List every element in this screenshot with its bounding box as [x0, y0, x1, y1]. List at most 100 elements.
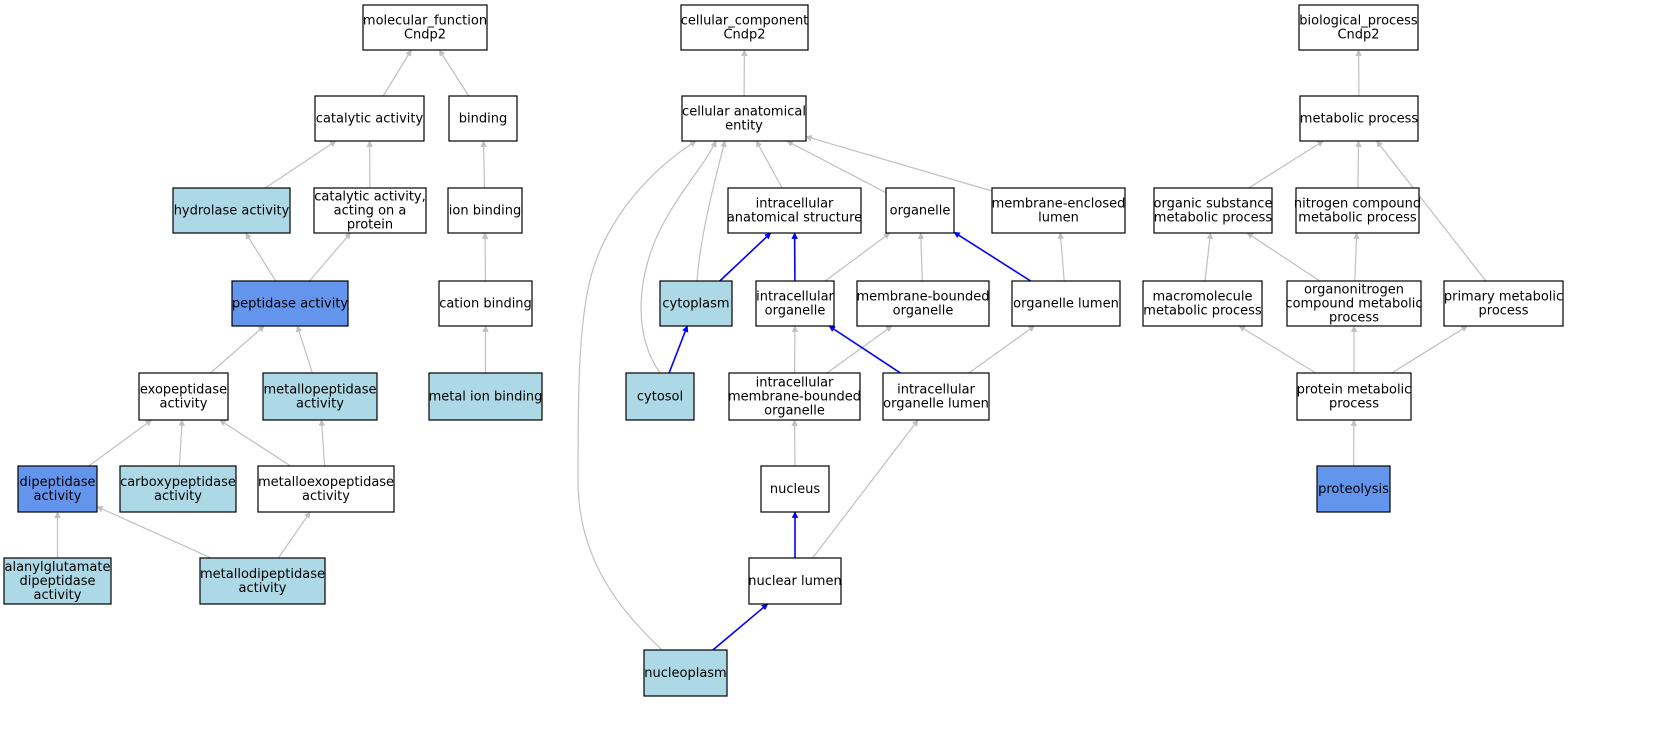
node-imbo-label-line: membrane-bounded — [728, 389, 861, 404]
node-metabolic-box — [1299, 95, 1419, 142]
edge-iol-to-ol — [968, 325, 1036, 374]
node-mel-label-line: lumen — [1038, 210, 1079, 225]
edge-iol-to-io — [828, 325, 901, 374]
edge-metalloexo-to-exopeptidase — [219, 419, 291, 467]
node-ol[interactable]: organelle lumen — [1011, 280, 1121, 327]
node-metalloexo-label-line: activity — [302, 489, 350, 504]
node-nuclear_lumen[interactable]: nuclear lumen — [748, 557, 842, 605]
node-ncmp-label-line: nitrogen compound — [1294, 196, 1421, 211]
node-dipeptidase-box — [17, 465, 98, 513]
node-cytoplasm-box — [659, 280, 733, 327]
edge-osmp-to-metabolic — [1248, 140, 1324, 189]
node-nuclear_lumen-box — [748, 557, 842, 605]
node-metallopeptidase-box — [262, 372, 378, 421]
node-ias-label-line: anatomical structure — [727, 210, 862, 225]
node-imbo-label-line: organelle — [764, 403, 825, 418]
node-ol-box — [1011, 280, 1121, 327]
node-bp-label-line: Cndp2 — [1337, 27, 1379, 42]
node-cc-label-line: cellular_component — [681, 13, 809, 28]
node-carboxy-label-line: activity — [154, 489, 202, 504]
node-hydrolase-label-line: hydrolase activity — [174, 203, 290, 218]
node-proteolysis-box — [1316, 465, 1391, 513]
node-dipeptidase-label-line: dipeptidase — [19, 475, 95, 490]
node-ion_binding[interactable]: ion binding — [447, 187, 523, 234]
node-metallopeptidase-label-line: metallopeptidase — [263, 382, 376, 397]
node-cae-label-line: cellular anatomical — [682, 104, 806, 119]
node-osmp-label-line: organic substance — [1154, 196, 1273, 211]
edge-exopeptidase-to-peptidase — [210, 325, 265, 374]
edge-nucleoplasm-to-cae — [577, 140, 697, 651]
edge-ol-to-organelle — [953, 231, 1032, 282]
node-nucleoplasm-label-line: nucleoplasm — [644, 666, 726, 681]
node-nucleoplasm[interactable]: nucleoplasm — [643, 649, 728, 697]
node-binding[interactable]: binding — [448, 95, 518, 142]
node-metabolic[interactable]: metabolic process — [1299, 95, 1419, 142]
node-metallopeptidase-label-line: activity — [296, 396, 344, 411]
node-cat_protein-box — [313, 187, 427, 234]
node-nucleoplasm-box — [643, 649, 728, 697]
node-cation-label-line: cation binding — [439, 296, 532, 311]
edge-metalloexo-to-metallopeptidase — [318, 419, 326, 467]
node-nuclear_lumen-label-line: nuclear lumen — [748, 574, 841, 589]
node-peptidase[interactable]: peptidase activity — [231, 280, 349, 327]
node-mf-box — [362, 4, 488, 51]
node-bp-label-line: biological_process — [1299, 13, 1418, 28]
node-io-label-line: organelle — [765, 303, 826, 318]
node-cat_protein-label-line: protein — [347, 217, 393, 232]
node-ol-label-line: organelle lumen — [1013, 296, 1119, 311]
edge-io-to-organelle — [824, 232, 891, 282]
node-organelle-label-line: organelle — [890, 203, 951, 218]
node-binding-box — [448, 95, 518, 142]
node-hydrolase[interactable]: hydrolase activity — [172, 187, 291, 234]
node-metallodi-box — [199, 557, 326, 605]
node-catalytic[interactable]: catalytic activity — [314, 95, 425, 142]
node-cytoplasm[interactable]: cytoplasm — [659, 280, 733, 327]
node-protmp-box — [1296, 372, 1412, 421]
node-exopeptidase-box — [138, 372, 229, 421]
node-dipeptidase-label-line: activity — [34, 489, 82, 504]
node-catalytic-label-line: catalytic activity — [316, 111, 424, 126]
node-cation[interactable]: cation binding — [438, 280, 533, 327]
node-cc-label-line: Cndp2 — [723, 27, 765, 42]
edge-pmp-to-metabolic — [1376, 140, 1487, 282]
node-protmp-label-line: process — [1329, 396, 1379, 411]
node-proteolysis[interactable]: proteolysis — [1316, 465, 1391, 513]
node-organelle[interactable]: organelle — [885, 187, 955, 234]
node-metal_ion[interactable]: metal ion binding — [428, 372, 543, 421]
node-proteolysis-label-line: proteolysis — [1318, 482, 1389, 497]
node-mbo-label-line: membrane-bounded — [856, 289, 989, 304]
node-metabolic-label-line: metabolic process — [1300, 111, 1419, 126]
edge-ocmp-to-osmp — [1246, 232, 1321, 282]
node-nucleus[interactable]: nucleus — [760, 465, 830, 513]
node-catalytic-box — [314, 95, 425, 142]
edge-cytosol-to-cae — [640, 140, 717, 374]
node-ocmp-label-line: organonitrogen — [1304, 282, 1404, 297]
node-cytosol[interactable]: cytosol — [625, 372, 695, 421]
